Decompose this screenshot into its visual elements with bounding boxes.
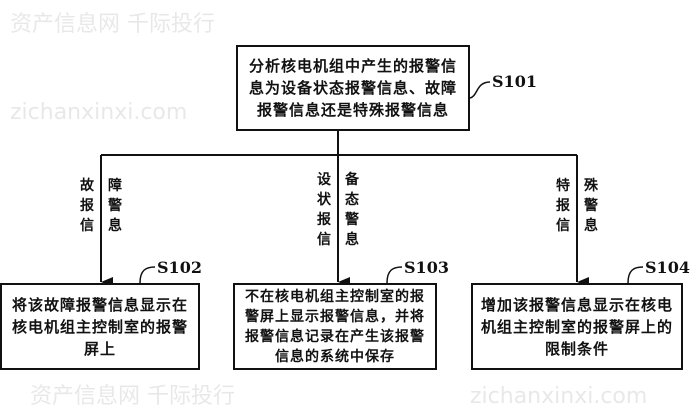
s102-leader bbox=[139, 266, 156, 284]
step-label-s104: S104 bbox=[645, 258, 690, 277]
node-s104: 增加该报警信息显示在核电机组主控制室的报警屏上的限制条件 bbox=[471, 283, 683, 370]
node-s102: 将该故障报警信息显示在核电机组主控制室的报警屏上 bbox=[0, 283, 200, 370]
watermark: 资产信息网 千际投行 bbox=[30, 384, 235, 409]
watermark: 资产信息网 千际投行 bbox=[10, 12, 215, 37]
watermark-url: zichanxinxi.com bbox=[470, 384, 648, 409]
s103-leader bbox=[386, 266, 403, 284]
step-label-s102: S102 bbox=[157, 258, 202, 277]
step-label-s101: S101 bbox=[492, 72, 537, 91]
watermark-url: zichanxinxi.com bbox=[10, 100, 188, 125]
node-s101: 分析核电机组中产生的报警信息为设备状态报警信息、故障报警信息还是特殊报警信息 bbox=[236, 45, 470, 131]
edge-label-special: 特殊报警信息 bbox=[556, 178, 612, 234]
edge-label-fault: 故障报警信息 bbox=[80, 178, 136, 234]
edge-label-equipment-status: 设备状态报警信息 bbox=[317, 172, 373, 248]
step-label-s103: S103 bbox=[404, 258, 449, 277]
s104-leader bbox=[627, 266, 644, 284]
s101-leader bbox=[469, 81, 491, 99]
node-s103: 不在核电机组主控制室的报警屏上显示报警信息，并将报警信息记录在产生该报警信息的系… bbox=[233, 283, 437, 370]
